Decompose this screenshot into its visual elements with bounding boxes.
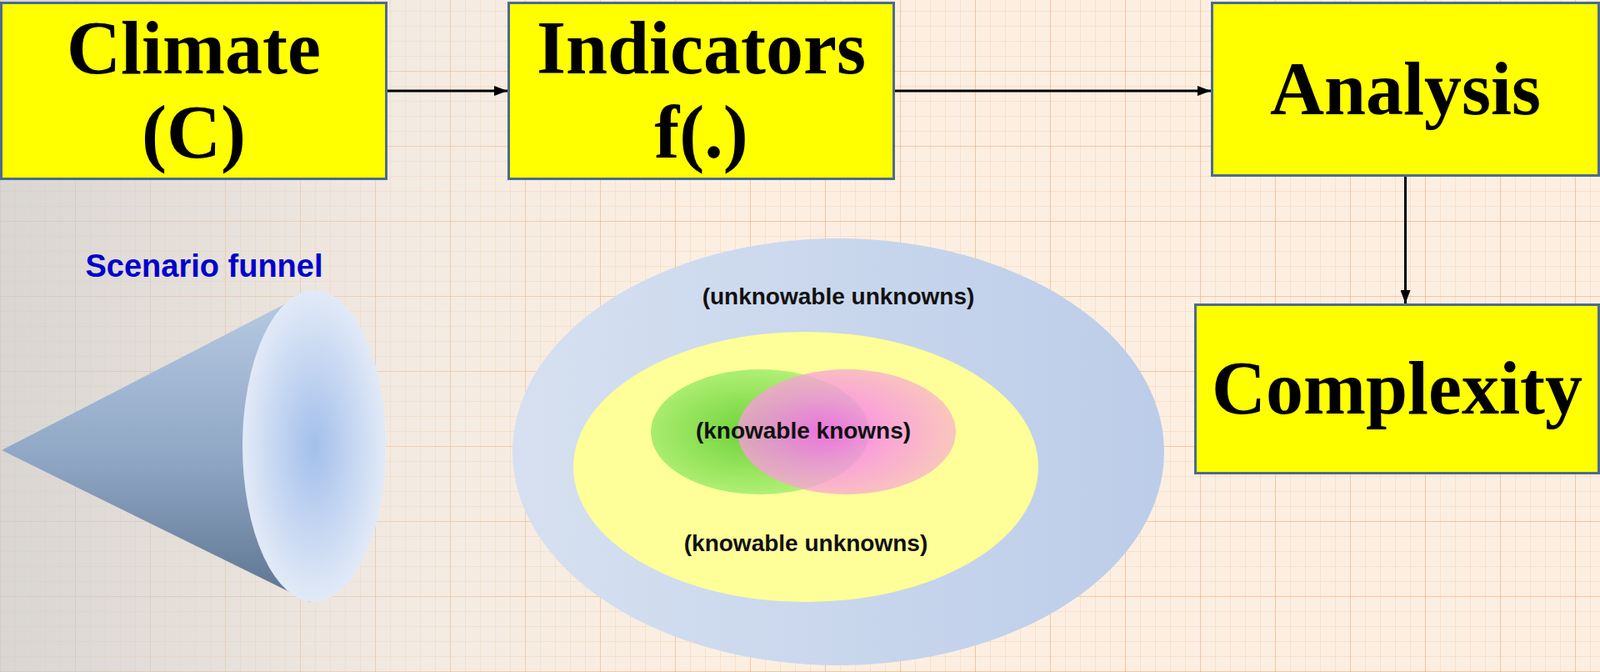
climate-box: Climate (C) bbox=[0, 1, 388, 180]
box-title: Indicators f(.) bbox=[526, 6, 877, 175]
box-title: Climate (C) bbox=[35, 6, 353, 175]
flow-arrow bbox=[387, 90, 508, 93]
yellow-ellipse bbox=[573, 331, 1039, 602]
region-label: (knowable unknowns) bbox=[572, 529, 1040, 558]
knowable-knowns-region: (knowable knowns) bbox=[650, 368, 956, 495]
complexity-box: Complexity bbox=[1194, 303, 1600, 475]
knowable-unknowns-region: (knowable unknowns) (knowable knowns) bbox=[572, 330, 1040, 603]
flow-arrow bbox=[895, 90, 1211, 93]
illustration-label: Scenario funnel bbox=[50, 248, 359, 285]
outer-ellipse bbox=[512, 238, 1165, 665]
region-label: (unknowable unknowns) bbox=[511, 282, 1165, 311]
box-title: Complexity bbox=[1211, 346, 1583, 431]
analysis-box: Analysis bbox=[1210, 1, 1600, 177]
region-label: (knowable knowns) bbox=[650, 416, 956, 445]
flow-arrow bbox=[1404, 176, 1407, 304]
funnel-mouth bbox=[242, 290, 386, 602]
unknowable-region: (unknowable unknowns) (knowable unknowns)… bbox=[511, 237, 1165, 666]
indicators-box: Indicators f(.) bbox=[507, 1, 895, 180]
box-title: Analysis bbox=[1270, 47, 1541, 132]
